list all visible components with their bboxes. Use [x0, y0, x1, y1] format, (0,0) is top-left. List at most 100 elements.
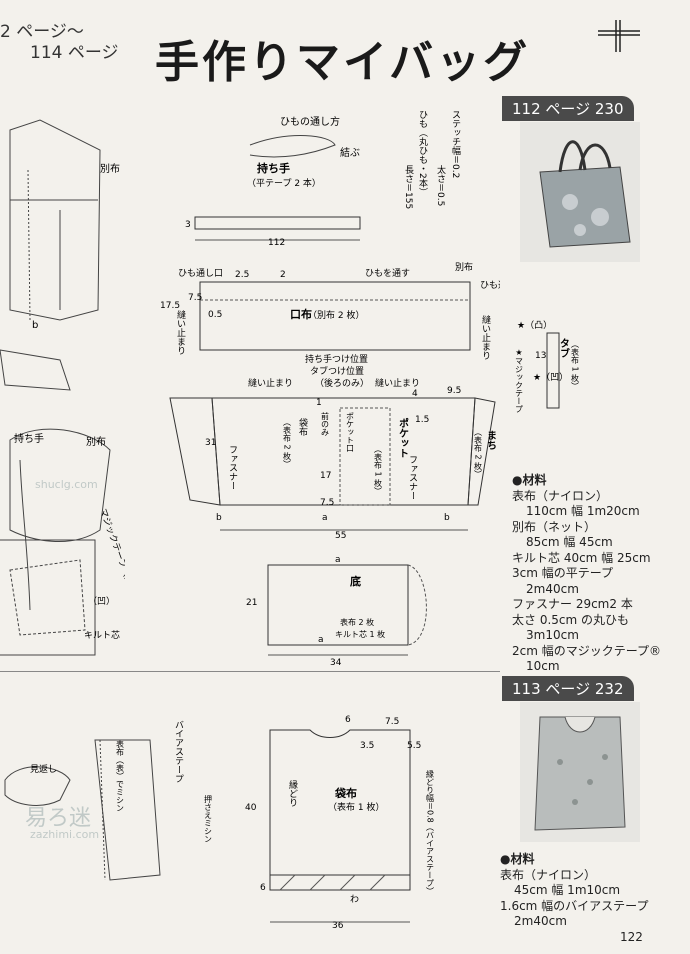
d40: 40	[245, 803, 257, 813]
musubu: 結ぶ	[340, 146, 360, 159]
tote-bag-photo	[520, 122, 640, 262]
d13: 13	[535, 351, 546, 361]
page-reference: 2 ページ～ 114 ページ	[0, 22, 119, 64]
d75-b: 7.5	[320, 498, 334, 508]
material-item: 3cm 幅の平テープ	[512, 566, 614, 580]
d175: 17.5	[160, 301, 180, 311]
material-item: 110cm 幅 1m20cm	[526, 504, 640, 518]
stitch-label: ステッチ幅＝0.2	[450, 110, 461, 178]
thickness-label: 太さ＝0.5	[435, 164, 446, 206]
d75: 7.5	[188, 293, 202, 303]
b-1: b	[216, 513, 222, 523]
material-item: キルト芯 40cm 幅 25cm	[512, 550, 651, 565]
material-item: 表布（ナイロン）	[500, 867, 597, 882]
front-only: 前のみ	[321, 411, 330, 436]
wa-label: わ	[350, 894, 359, 905]
himo-title: ひもの通し方	[280, 115, 340, 128]
page-ref-line2: 114 ページ	[30, 43, 119, 63]
d34: 34	[330, 658, 342, 668]
fastener-r: ファスナー	[407, 455, 418, 500]
cross-ornament-icon	[598, 20, 640, 52]
pattern-diagram-1: ひもの通し方 結ぶ ステッチ幅＝0.2 ひも（丸ひも・2本） 長さ＝155 太さ…	[160, 110, 500, 668]
back-only: （後ろのみ）	[315, 377, 369, 389]
a-3: a	[318, 635, 324, 645]
d21: 21	[246, 598, 257, 608]
nuidomari-l: 縫い止まり	[175, 309, 186, 355]
left-quilt: キルト芯	[84, 629, 120, 641]
ref-bias: バイアステープ	[173, 720, 184, 783]
nuidomari-c2: 縫い止まり	[375, 377, 420, 389]
page-title: 手作りマイバッグ	[155, 37, 531, 88]
length-label: 長さ＝155	[403, 165, 414, 209]
material-item: 45cm 幅 1m10cm	[514, 883, 621, 897]
project1-ref: 112 ページ 230	[502, 96, 634, 121]
magic-label: ★マジックテープ	[515, 348, 524, 413]
betsununo-label: 別布	[455, 261, 473, 273]
ref-osae: 押さえミシン	[204, 794, 213, 843]
d6-bot: 6	[260, 883, 266, 893]
watermark-url-2: shuclg.com	[35, 478, 98, 491]
d4: 4	[412, 389, 418, 399]
material-item: 85cm 幅 45cm	[526, 535, 613, 549]
machi: まち	[485, 430, 496, 451]
pocket-label: ポケット口	[346, 412, 355, 452]
left-b: b	[32, 320, 38, 331]
tab-diagram: タブ （表布 1 枚） ★（凸） ★（凹） 13 ★マジックテープ	[515, 320, 580, 413]
material-item: 2cm 幅のマジックテープ®	[512, 643, 662, 658]
project1-materials: ●材料 表布（ナイロン） 110cm 幅 1m20cm 別布（ネット） 85cm…	[512, 473, 661, 675]
watermark-logo: 易ろ迷	[25, 806, 92, 831]
d35: 3.5	[360, 741, 374, 751]
machi-sub: （表布 2 枚）	[474, 428, 483, 478]
himo-dooshi-r: ひも通し口	[480, 280, 500, 291]
d15: 1.5	[415, 415, 429, 425]
a-1: a	[322, 513, 328, 523]
page-ref-line1: 2 ページ～	[0, 22, 84, 42]
flat-bag-photo	[520, 702, 640, 842]
tab-pos: タブつけ位置	[310, 365, 364, 377]
left-assembly-diagrams: 別布 b 持ち手 別布 マジックテープ（凸） （凹） キルト芯	[0, 119, 125, 656]
material-item: 1.6cm 幅のバイアステープ	[500, 898, 649, 913]
left-magic: マジックテープ（凸）	[97, 507, 125, 595]
nuidomari-c1: 縫い止まり	[248, 377, 293, 389]
left-betsununo: 別布	[100, 163, 120, 175]
material-item: 3m10cm	[526, 628, 579, 642]
d55: 5.5	[407, 741, 421, 751]
star-ou: ★（凹）	[533, 372, 568, 383]
d95: 9.5	[447, 386, 461, 396]
material-item: 表布（ナイロン）	[512, 488, 609, 503]
d55: 55	[335, 531, 346, 541]
lower-left-diagrams: 見返し バイアステープ 表布（表）でミシン 押さえミシン	[4, 720, 213, 881]
page-number: 122	[620, 930, 643, 944]
mochite-title: 持ち手	[257, 161, 290, 175]
d1: 1	[316, 398, 322, 408]
himo-dooshi-l: ひも通し口	[178, 268, 223, 279]
mochite-pos: 持ち手つけ位置	[305, 353, 368, 365]
tab-sub: （表布 1 枚）	[571, 340, 580, 390]
kuchinuno-sub: （別布 2 枚）	[308, 309, 364, 321]
left-mochite: 持ち手	[14, 432, 44, 445]
fukuronuno2-label: 袋布	[334, 786, 357, 800]
fastener-l: ファスナー	[227, 445, 238, 490]
himo-label: ひも（丸ひも・2本）	[417, 110, 428, 197]
left-ou: （凹）	[88, 596, 115, 607]
pocket: ポケット	[397, 417, 409, 458]
mochite-sub: （平テープ 2 本）	[247, 177, 321, 189]
project2-ref: 113 ページ 232	[502, 676, 634, 701]
b-2: b	[444, 513, 450, 523]
material-item: 太さ 0.5cm の丸ひも	[512, 612, 630, 627]
materials-heading-1: ●材料	[512, 473, 547, 487]
material-item: 2m40cm	[526, 581, 579, 596]
section-divider	[0, 671, 500, 672]
d31: 31	[205, 438, 216, 448]
left-betsununo2: 別布	[86, 436, 106, 448]
tab-label: タブ	[558, 338, 570, 358]
soko-label: 底	[350, 574, 361, 588]
watermark-url: zazhimi.com	[30, 828, 100, 841]
d75-top: 7.5	[385, 717, 399, 727]
fukuronuno-sub: （表布 2 枚）	[283, 418, 292, 468]
d05: 0.5	[208, 310, 222, 320]
d36: 36	[332, 921, 344, 931]
pocket-sub: （表布 1 枚）	[374, 445, 383, 495]
material-item: 2m40cm	[514, 914, 567, 928]
mochite-w: 112	[268, 238, 285, 248]
